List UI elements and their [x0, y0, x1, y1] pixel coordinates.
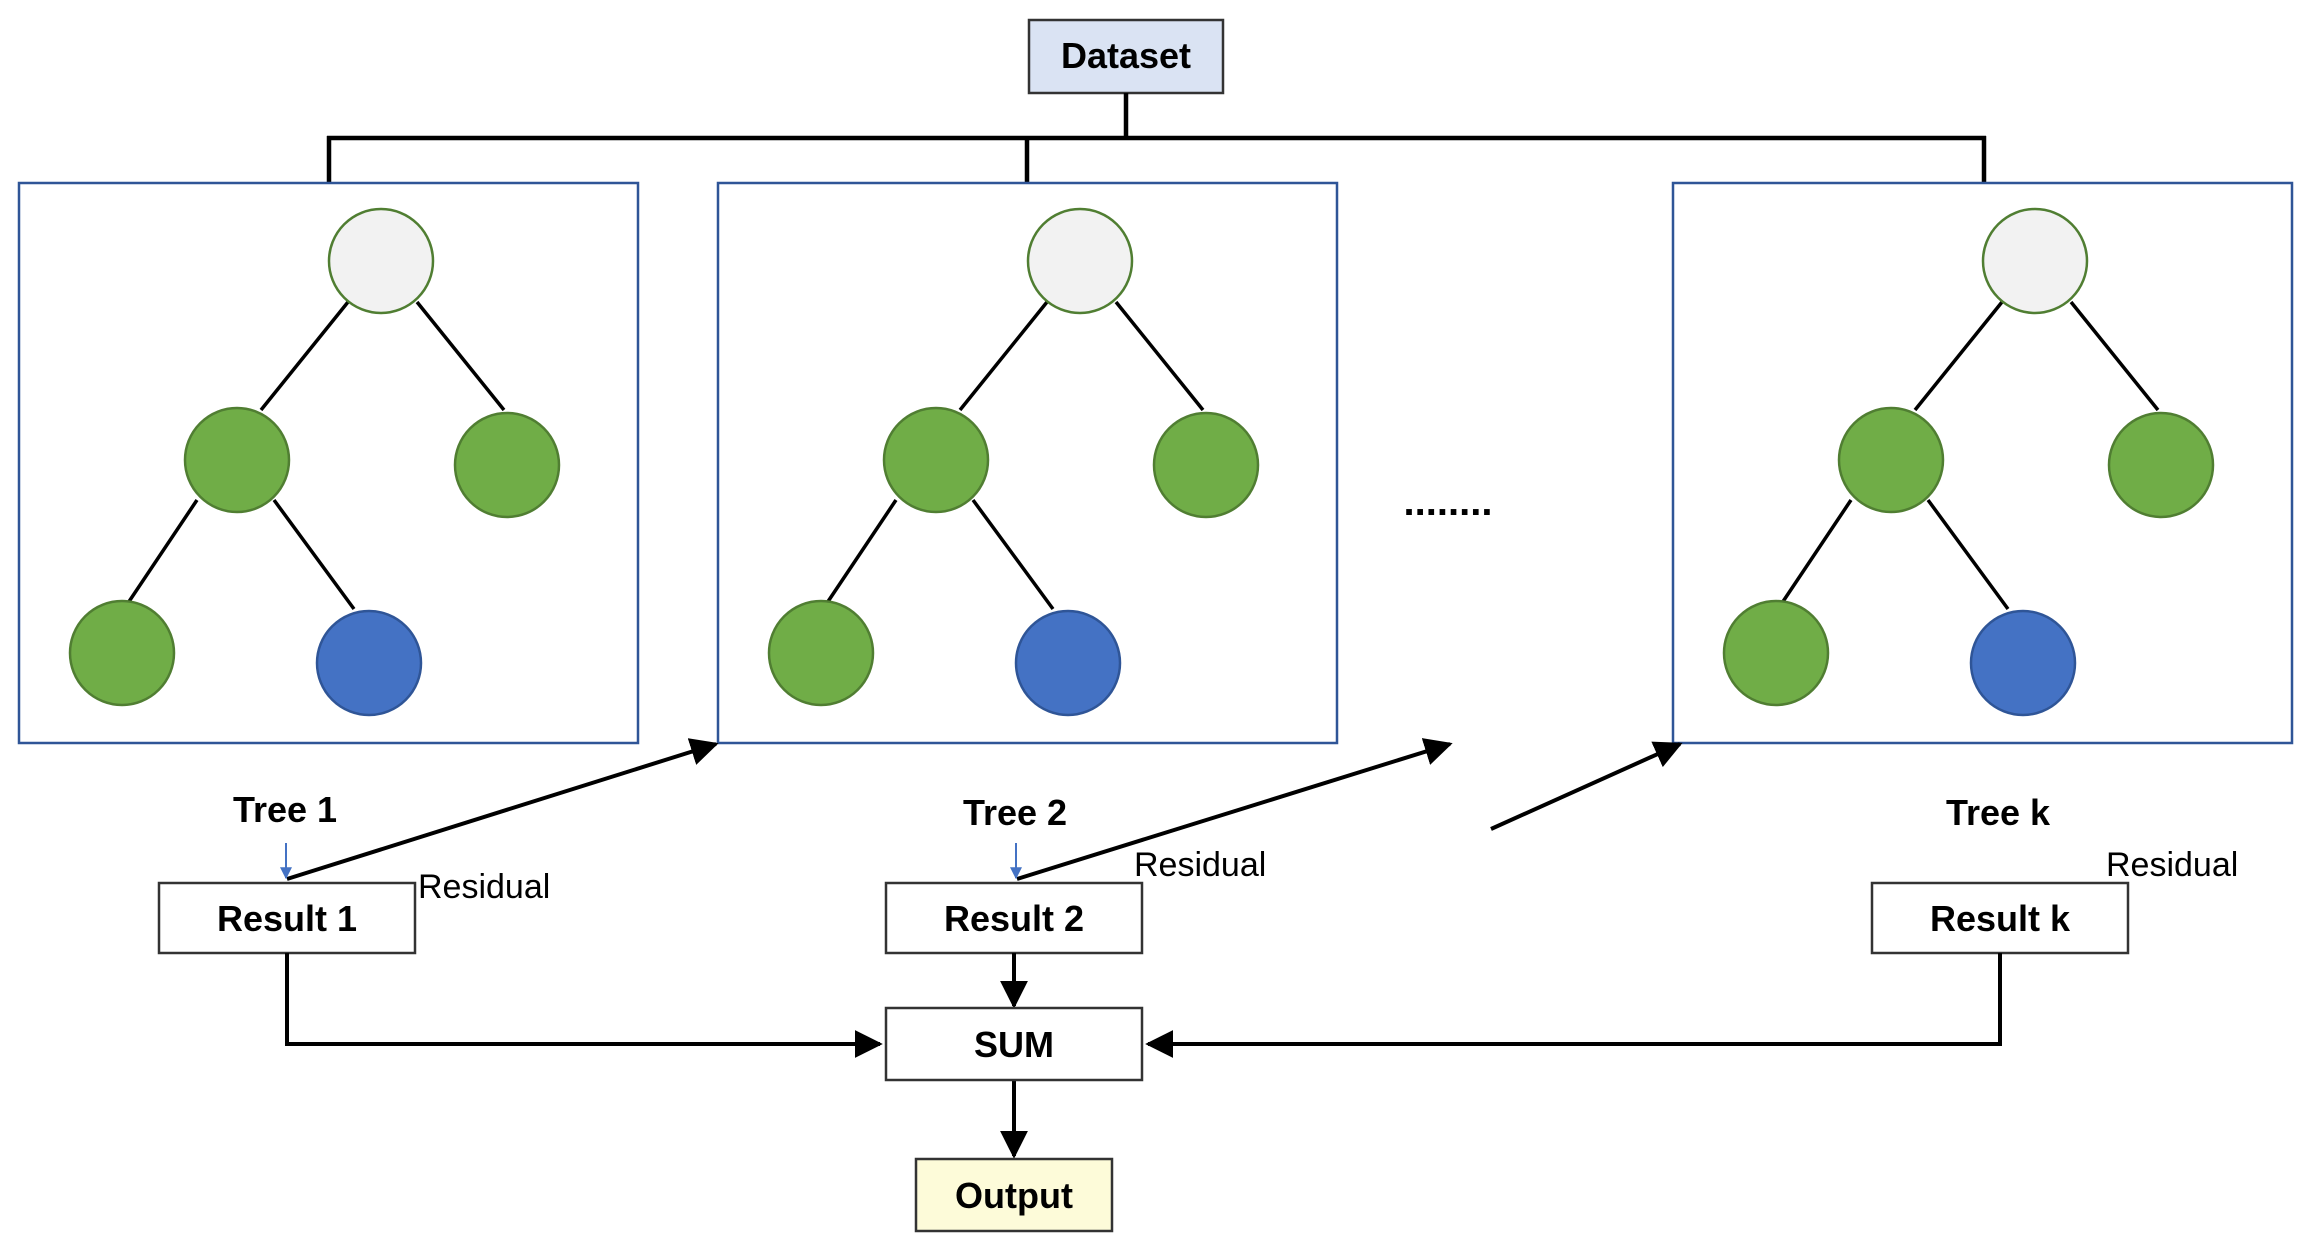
tree-1-panel — [17, 181, 640, 745]
tree-1-node-left-left — [68, 599, 176, 707]
residual-label-1: Residual — [418, 868, 550, 906]
tree-1-edge-2 — [415, 300, 506, 412]
result-1-label: Result 1 — [217, 898, 357, 939]
trees-layer — [17, 181, 2294, 745]
tree-2-edge-2 — [1114, 300, 1205, 412]
output-label: Output — [955, 1175, 1073, 1216]
tree-k-edge-1 — [1913, 300, 2004, 412]
sum-box — [884, 1006, 1144, 1082]
ellipsis: ........ — [1404, 480, 1493, 524]
tree-2-edge-3 — [825, 499, 898, 604]
result-1-to-sum — [285, 953, 883, 1058]
tree-2-label: Tree 2 — [963, 792, 1067, 833]
tree-1-edge-3 — [126, 499, 199, 604]
result-k-label: Result k — [1930, 898, 2071, 939]
output-box — [914, 1157, 1114, 1233]
residual-arrow-2 — [1016, 738, 1453, 881]
tree-2-node-left-left — [767, 599, 875, 707]
tree-2-node-root — [1026, 207, 1134, 315]
residual-label-k: Residual — [2106, 846, 2238, 884]
residual-arrow-3 — [1490, 741, 1683, 831]
dataset-box — [1027, 18, 1225, 95]
tree-1-edge-4 — [272, 498, 356, 611]
tree-1-label: Tree 1 — [233, 789, 337, 830]
tree-1-node-root — [327, 207, 435, 315]
tree-1-edge-1 — [259, 300, 350, 412]
residual-arrows — [286, 738, 1683, 881]
dataset-label: Dataset — [1061, 35, 1191, 76]
tree-2-node-left — [882, 406, 990, 514]
sum-connectors — [285, 953, 2002, 1159]
tree-k-label: Tree k — [1946, 792, 2051, 833]
result-k-to-sum — [1145, 953, 2002, 1058]
tree-k-node-right — [2107, 411, 2215, 519]
sum-label: SUM — [974, 1024, 1054, 1065]
result-1-box — [157, 881, 417, 955]
residual-arrow-1 — [286, 738, 719, 881]
tree-k-edge-3 — [1780, 499, 1853, 604]
tree-1-node-left — [183, 406, 291, 514]
tree-k-node-left — [1837, 406, 1945, 514]
tree-2-edge-1 — [958, 300, 1049, 412]
tree-2-edge-4 — [971, 498, 1055, 611]
result-2-label: Result 2 — [944, 898, 1084, 939]
tree-k-node-root — [1981, 207, 2089, 315]
tree-k-node-left-left — [1722, 599, 1830, 707]
tree-k-edge-4 — [1926, 498, 2010, 611]
tree-k-node-left-right — [1969, 609, 2077, 717]
residual-label-2: Residual — [1134, 846, 1266, 884]
tree-1-node-left-right — [315, 609, 423, 717]
tree-1-node-right — [453, 411, 561, 519]
dataset-connectors — [326, 93, 1987, 183]
tree-2-panel — [716, 181, 1339, 745]
tree-k-panel — [1671, 181, 2294, 745]
tree-2-node-right — [1152, 411, 1260, 519]
tree-k-edge-2 — [2069, 300, 2160, 412]
result-2-box — [884, 881, 1144, 955]
tree-2-node-left-right — [1014, 609, 1122, 717]
